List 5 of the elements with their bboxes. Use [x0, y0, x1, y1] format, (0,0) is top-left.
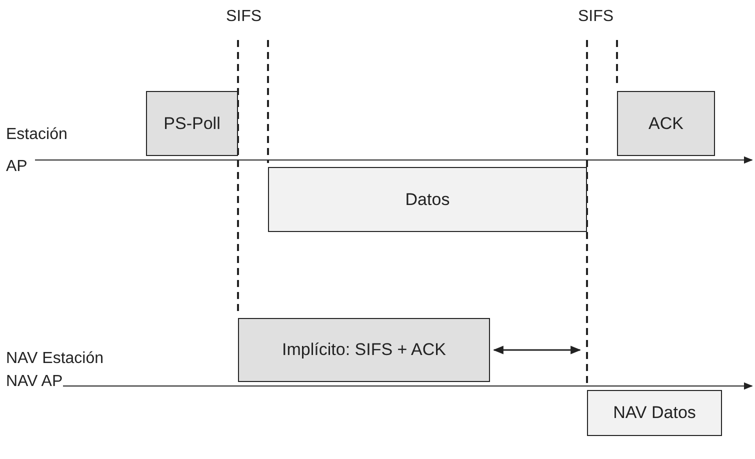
frame-box: Implícito: SIFS + ACK	[238, 318, 490, 382]
frame-box: PS-Poll	[146, 91, 238, 156]
frame-box: NAV Datos	[587, 390, 722, 436]
frame-box: ACK	[617, 91, 715, 156]
frame-box: Datos	[268, 167, 587, 232]
